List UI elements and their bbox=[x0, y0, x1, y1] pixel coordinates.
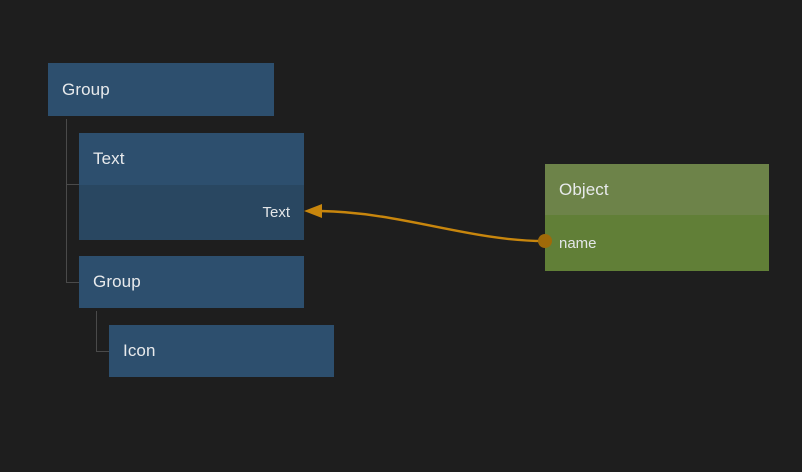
node-object-name-row[interactable]: name bbox=[545, 215, 769, 271]
node-group-child-title: Group bbox=[79, 256, 304, 308]
connection-edge-path bbox=[318, 209, 546, 243]
connection-edge-object-to-text[interactable] bbox=[304, 204, 552, 248]
node-group-root[interactable]: Group bbox=[48, 63, 274, 116]
tree-connector-stub-group bbox=[66, 282, 79, 283]
tree-connector-vertical-child bbox=[96, 311, 110, 352]
tree-connector-vertical-root bbox=[66, 119, 79, 283]
node-object[interactable]: Object name bbox=[545, 164, 769, 271]
node-group-child[interactable]: Group bbox=[79, 256, 304, 308]
node-icon[interactable]: Icon bbox=[109, 325, 334, 377]
node-group-root-title: Group bbox=[48, 63, 274, 116]
node-icon-title: Icon bbox=[109, 325, 334, 377]
node-text[interactable]: Text Text bbox=[79, 133, 304, 240]
tree-connector-stub-text bbox=[66, 184, 79, 185]
arrowhead-left-icon bbox=[304, 204, 322, 218]
node-text-value-row[interactable]: Text bbox=[79, 185, 304, 240]
node-object-title: Object bbox=[545, 164, 769, 215]
node-text-title: Text bbox=[79, 133, 304, 185]
tree-connector-stub-icon bbox=[96, 351, 110, 352]
